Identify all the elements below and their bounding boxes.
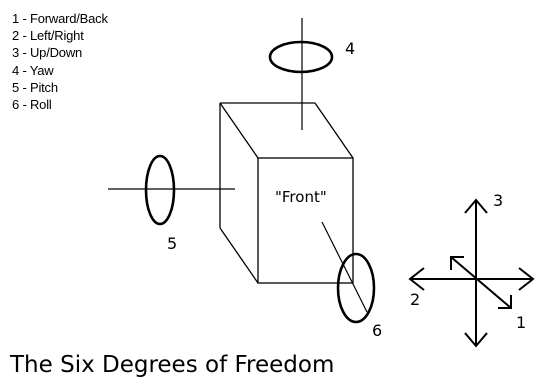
legend-item-roll: 6 - Roll [12, 97, 52, 113]
legend-item-pitch: 5 - Pitch [12, 79, 58, 95]
roll-axis [321, 221, 368, 313]
axis-left-right-label: 2 [410, 290, 421, 309]
yaw-label: 4 [345, 39, 356, 58]
left-arrowhead [408, 267, 425, 291]
legend-item-yaw: 4 - Yaw [12, 62, 54, 78]
front-label: "Front" [275, 188, 327, 206]
cube-top-right-diagonal [314, 102, 354, 159]
up-arrowhead [464, 198, 488, 214]
right-arrowhead [518, 267, 535, 291]
cube-bottom-left-diagonal [219, 227, 259, 284]
roll-label: 6 [372, 321, 383, 340]
forward-back-axis [450, 256, 512, 309]
pitch-ring [144, 154, 176, 226]
back-arrowhead [450, 256, 464, 270]
legend: 1 - Forward/Back 2 - Left/Right 3 - Up/D… [12, 10, 108, 113]
cube [219, 102, 354, 284]
roll-ring [336, 252, 376, 324]
cube-top-left-diagonal [219, 102, 259, 159]
legend-item-left-right: 2 - Left/Right [12, 28, 84, 44]
forward-arrowhead [498, 295, 512, 309]
diagram-title: The Six Degrees of Freedom [10, 352, 335, 378]
axis-up-down-label: 3 [493, 191, 504, 210]
cube-front-face [257, 157, 354, 284]
down-arrowhead [464, 332, 488, 348]
yaw-ring [268, 40, 334, 74]
legend-item-forward-back: 1 - Forward/Back [12, 11, 108, 26]
axis-forward-label: 1 [516, 313, 527, 332]
axis-cross [408, 198, 535, 348]
legend-item-up-down: 3 - Up/Down [12, 45, 83, 61]
pitch-label: 5 [167, 234, 178, 253]
